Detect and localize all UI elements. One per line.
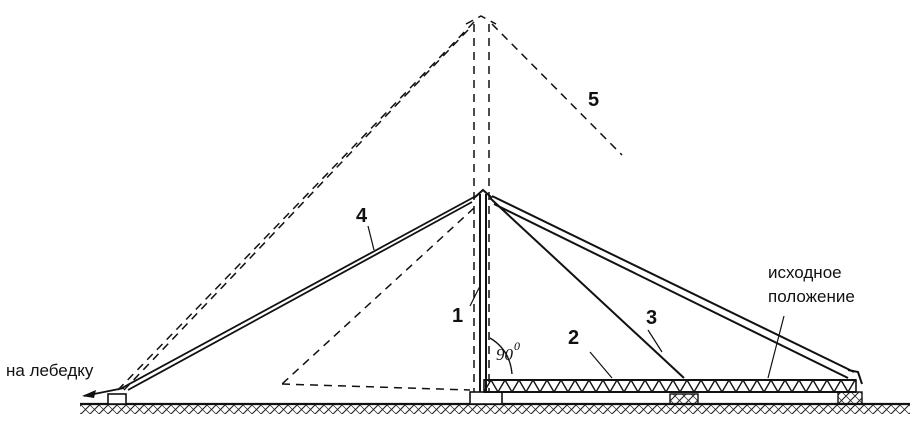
angle-unit: 0 [514, 339, 520, 353]
brace [121, 195, 477, 391]
ground [80, 402, 910, 414]
angle-arc [489, 337, 513, 375]
label-2: 2 [568, 327, 579, 349]
label-4: 4 [356, 205, 368, 227]
truss [483, 369, 863, 393]
support-blocks [107, 391, 863, 405]
winch-arrow [82, 387, 125, 398]
initial-position-line2: положение [768, 287, 855, 306]
cable [489, 195, 855, 379]
angle-label: 90 [496, 345, 514, 364]
label-5: 5 [588, 89, 599, 111]
label-3: 3 [646, 307, 657, 329]
raised-position-dashed [115, 15, 623, 393]
mast [473, 188, 493, 392]
initial-position-line1: исходное [768, 263, 842, 282]
leader-lines [367, 225, 785, 379]
to-winch-label: на лебедку [6, 361, 94, 380]
label-1: 1 [452, 305, 463, 327]
